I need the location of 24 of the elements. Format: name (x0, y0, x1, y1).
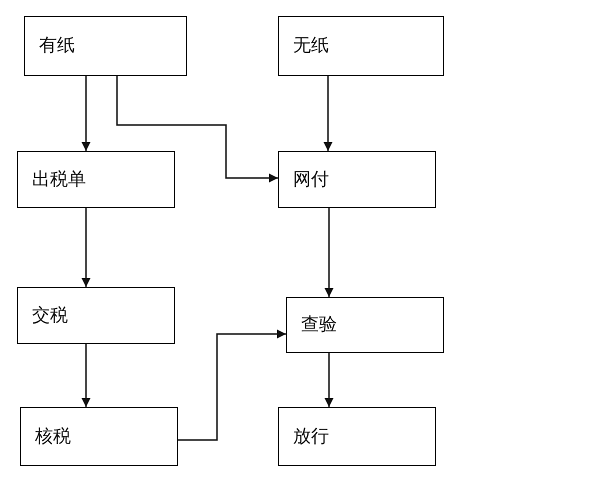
process-box (17, 287, 175, 344)
arrow (178, 330, 286, 441)
box-label: 无纸 (293, 36, 329, 56)
box-label: 出税单 (32, 170, 86, 190)
process-box (286, 297, 444, 353)
arrow (82, 344, 90, 407)
box-label: 交税 (32, 306, 68, 326)
arrow (82, 208, 90, 287)
process-box (278, 16, 444, 76)
process-box (278, 151, 436, 208)
process-box (17, 151, 175, 208)
box-label: 网付 (293, 170, 329, 190)
process-box (20, 407, 178, 466)
box-label: 放行 (293, 426, 329, 446)
arrow (324, 353, 334, 407)
box-label: 查验 (301, 315, 337, 335)
arrow (324, 76, 332, 151)
arrow (82, 76, 90, 151)
box-label: 有纸 (39, 36, 75, 56)
process-box (278, 407, 436, 466)
arrow (116, 76, 278, 182)
arrow (324, 208, 334, 297)
process-box (24, 16, 187, 76)
box-label: 核税 (35, 426, 71, 446)
